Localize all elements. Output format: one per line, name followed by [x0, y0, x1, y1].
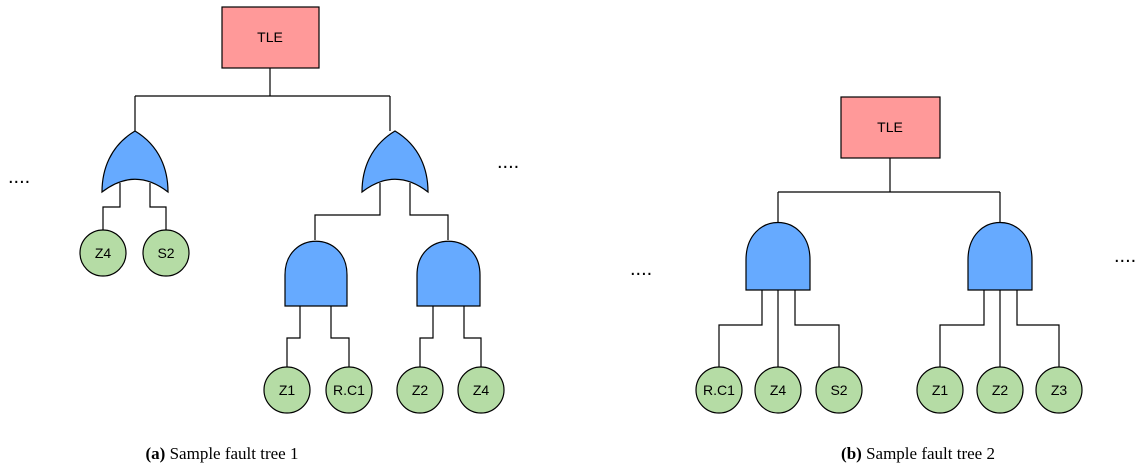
ellipsis: .... [1114, 245, 1136, 267]
or-gate [101, 130, 169, 194]
wire [134, 68, 391, 131]
caption: (a) Sample fault tree 1 [146, 444, 299, 463]
and-gate [967, 222, 1033, 291]
basic-event [815, 366, 863, 414]
basic-event-label: Z1 [279, 382, 296, 398]
basic-event-label: Z1 [932, 382, 949, 398]
wire [777, 158, 1001, 222]
fault-tree-a: TLE Z4 S2 Z1 R.C1 Z2 Z4 .... .... (a) Sa… [8, 6, 519, 463]
basic-event [1035, 366, 1083, 414]
and-gate [745, 222, 811, 291]
basic-event-label: S2 [830, 382, 847, 398]
wire [102, 183, 167, 230]
wire [718, 290, 840, 368]
basic-event [325, 366, 373, 414]
basic-event-label: Z4 [473, 382, 490, 398]
ellipsis: .... [630, 258, 652, 280]
top-event-label: TLE [877, 119, 903, 135]
ellipsis: .... [8, 166, 30, 188]
basic-event [457, 366, 505, 414]
wire [314, 183, 449, 240]
caption-text: Sample fault tree 2 [862, 444, 995, 463]
basic-event [916, 366, 964, 414]
basic-event [79, 229, 127, 277]
basic-event [142, 229, 190, 277]
top-event-box [840, 96, 941, 159]
basic-event [695, 366, 743, 414]
basic-event [976, 366, 1024, 414]
basic-event-label: Z2 [992, 382, 1009, 398]
basic-event-label: R.C1 [333, 382, 365, 398]
top-event-box [221, 6, 320, 69]
fault-tree-b: TLE R.C1 Z4 S2 Z1 Z2 Z3 .... .... (b) Sa… [630, 96, 1136, 463]
basic-event [396, 366, 444, 414]
basic-event-label: Z2 [412, 382, 429, 398]
basic-event [263, 366, 311, 414]
top-event-label: TLE [257, 29, 283, 45]
caption-text: Sample fault tree 1 [165, 444, 298, 463]
wire [939, 290, 1060, 368]
basic-event [754, 366, 802, 414]
caption: (b) Sample fault tree 2 [841, 444, 995, 463]
basic-event-label: Z4 [770, 382, 787, 398]
wire [286, 306, 350, 368]
and-gate [284, 240, 348, 307]
or-gate [361, 130, 429, 194]
basic-event-label: Z3 [1051, 382, 1068, 398]
basic-event-label: R.C1 [703, 382, 735, 398]
basic-event-label: Z4 [95, 245, 112, 261]
basic-event-label: S2 [157, 245, 174, 261]
ellipsis: .... [497, 151, 519, 173]
caption-tag: (b) [841, 444, 862, 463]
caption-tag: (a) [146, 444, 166, 463]
wire [419, 306, 482, 368]
and-gate [416, 240, 481, 307]
